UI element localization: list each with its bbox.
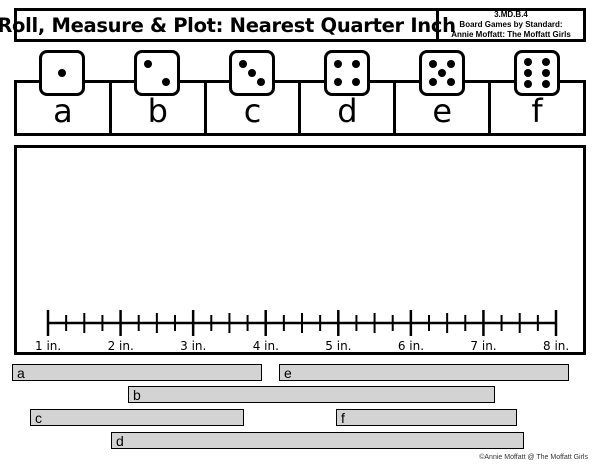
strip-c-label: c xyxy=(35,409,42,426)
die-pip xyxy=(58,69,66,77)
dice-cell-b: b xyxy=(112,83,207,133)
die-pip xyxy=(523,57,532,66)
strip-e[interactable]: e xyxy=(279,364,569,381)
ruler-tick-label: 1 in. xyxy=(35,339,62,353)
dice-letter-c: c xyxy=(243,92,262,130)
dice-table: a b c d e f xyxy=(14,80,586,136)
die-pip xyxy=(143,59,152,68)
die-pip xyxy=(352,59,361,68)
title-box: Roll, Measure & Plot: Nearest Quarter In… xyxy=(0,8,456,42)
ruler-tick-label: 2 in. xyxy=(107,339,134,353)
standard-info-box: 3.MD.B.4 Board Games by Standard: Annie … xyxy=(439,8,586,42)
die-pip xyxy=(248,69,256,77)
die-six-icon xyxy=(514,50,560,96)
die-pip xyxy=(162,78,171,87)
strip-f-label: f xyxy=(341,409,345,426)
dice-cell-d: d xyxy=(301,83,397,133)
strip-a[interactable]: a xyxy=(12,364,262,381)
dice-cell-c: c xyxy=(207,83,302,133)
strip-a-label: a xyxy=(17,364,25,381)
dice-letter-d: d xyxy=(337,92,358,130)
author-credit: Annie Moffatt: The Moffatt Girls xyxy=(451,30,571,39)
dice-letter-a: a xyxy=(53,92,73,130)
dice-cell-e: e xyxy=(396,83,492,133)
die-pip xyxy=(333,59,342,68)
die-pip xyxy=(523,69,532,77)
ruler-tick-label: 5 in. xyxy=(325,339,352,353)
footer-credit: ©Annie Moffatt @ The Moffatt Girls xyxy=(479,454,588,461)
dice-letter-f: f xyxy=(531,92,543,130)
die-pip xyxy=(447,78,456,87)
die-pip xyxy=(542,57,551,66)
die-four-icon xyxy=(324,50,370,96)
dice-cell-a: a xyxy=(17,83,112,133)
die-pip xyxy=(428,59,437,68)
strip-d[interactable]: d xyxy=(111,432,524,449)
die-pip xyxy=(542,80,551,89)
dice-letter-b: b xyxy=(147,92,168,130)
die-pip xyxy=(523,80,532,89)
die-pip xyxy=(352,78,361,87)
strip-c[interactable]: c xyxy=(30,409,244,426)
die-two-icon xyxy=(134,50,180,96)
die-one-icon xyxy=(39,50,85,96)
ruler-tick-label: 4 in. xyxy=(252,339,279,353)
die-pip xyxy=(257,78,266,87)
series-name: Board Games by Standard: xyxy=(459,20,563,29)
dice-letter-e: e xyxy=(432,92,453,130)
die-pip xyxy=(447,59,456,68)
page-title: Roll, Measure & Plot: Nearest Quarter In… xyxy=(0,13,456,37)
ruler xyxy=(46,310,558,336)
die-pip xyxy=(428,78,437,87)
dice-cell-f: f xyxy=(491,83,583,133)
die-three-icon xyxy=(229,50,275,96)
strip-e-label: e xyxy=(284,364,292,381)
strip-f[interactable]: f xyxy=(336,409,517,426)
ruler-tick-label: 7 in. xyxy=(470,339,497,353)
die-pip xyxy=(438,69,446,77)
ruler-tick-label: 3 in. xyxy=(180,339,207,353)
standard-code: 3.MD.B.4 xyxy=(494,10,528,19)
strip-b-label: b xyxy=(133,386,141,403)
die-five-icon xyxy=(419,50,465,96)
die-pip xyxy=(542,69,551,77)
strip-d-label: d xyxy=(116,432,124,449)
plot-area: 1 in. 2 in. 3 in. 4 in. 5 in. 6 in. 7 in. 8 in. xyxy=(14,145,586,355)
strip-b[interactable]: b xyxy=(128,386,495,403)
ruler-tick-label: 6 in. xyxy=(397,339,425,353)
ruler-tick-label: 8 in. xyxy=(543,339,570,353)
die-pip xyxy=(238,59,247,68)
die-pip xyxy=(333,78,342,87)
